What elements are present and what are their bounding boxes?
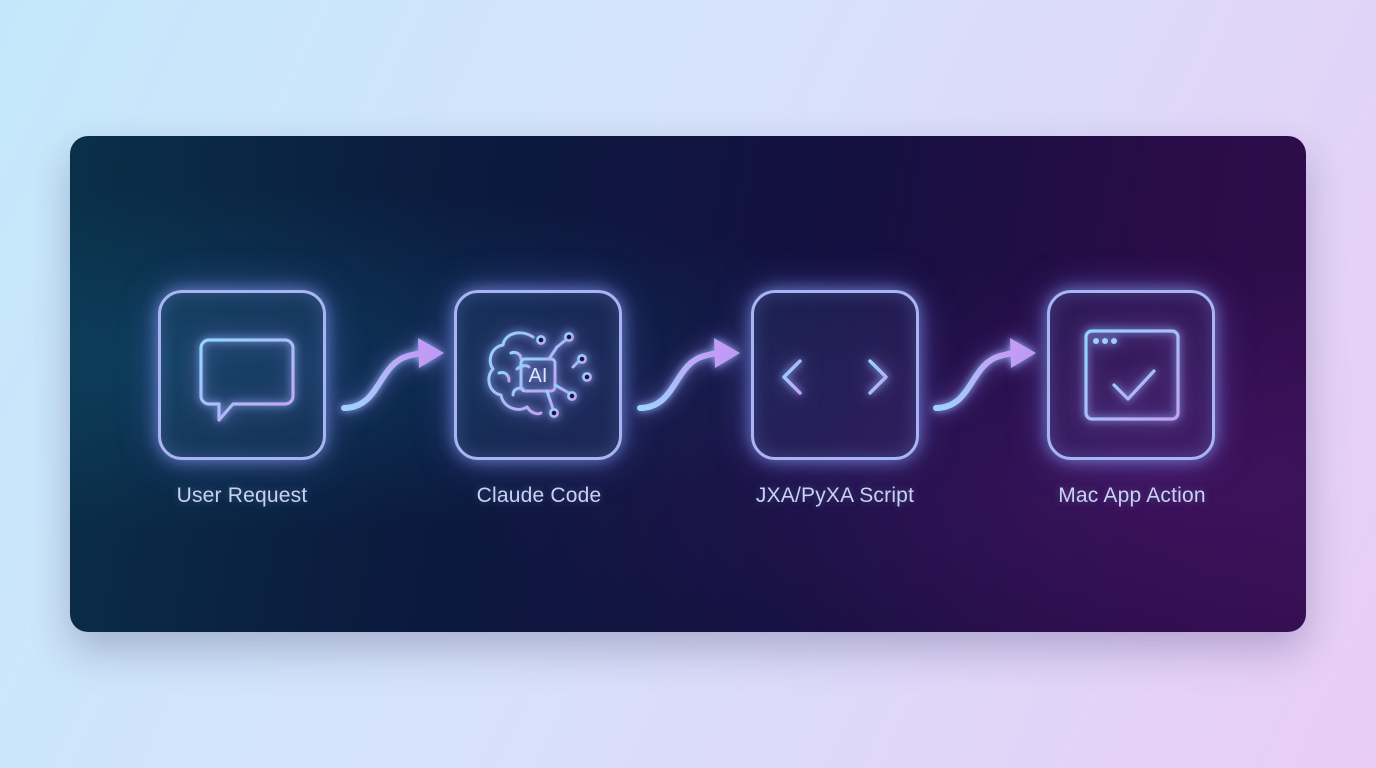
step-mac-app-action <box>1047 290 1215 460</box>
step-script <box>751 290 919 460</box>
app-window-check-icon <box>1084 329 1180 421</box>
step-label-mac-app-action: Mac App Action <box>1058 484 1206 507</box>
step-label-script: JXA/PyXA Script <box>755 484 915 507</box>
flow-arrow-2 <box>637 338 740 411</box>
step-label-claude-code: Claude Code <box>476 484 602 507</box>
flow-arrow-1 <box>341 338 444 411</box>
step-label-user-request: User Request <box>176 484 308 507</box>
flow-diagram-panel: User Request <box>70 136 1306 632</box>
code-brackets-icon <box>782 333 888 417</box>
ai-brain-icon: AI <box>487 331 592 418</box>
step-claude-code: AI <box>454 290 622 460</box>
flow-arrow-3 <box>933 338 1036 411</box>
step-user-request <box>158 290 326 460</box>
ai-badge: AI <box>529 365 548 387</box>
chat-bubble-icon <box>199 338 295 422</box>
